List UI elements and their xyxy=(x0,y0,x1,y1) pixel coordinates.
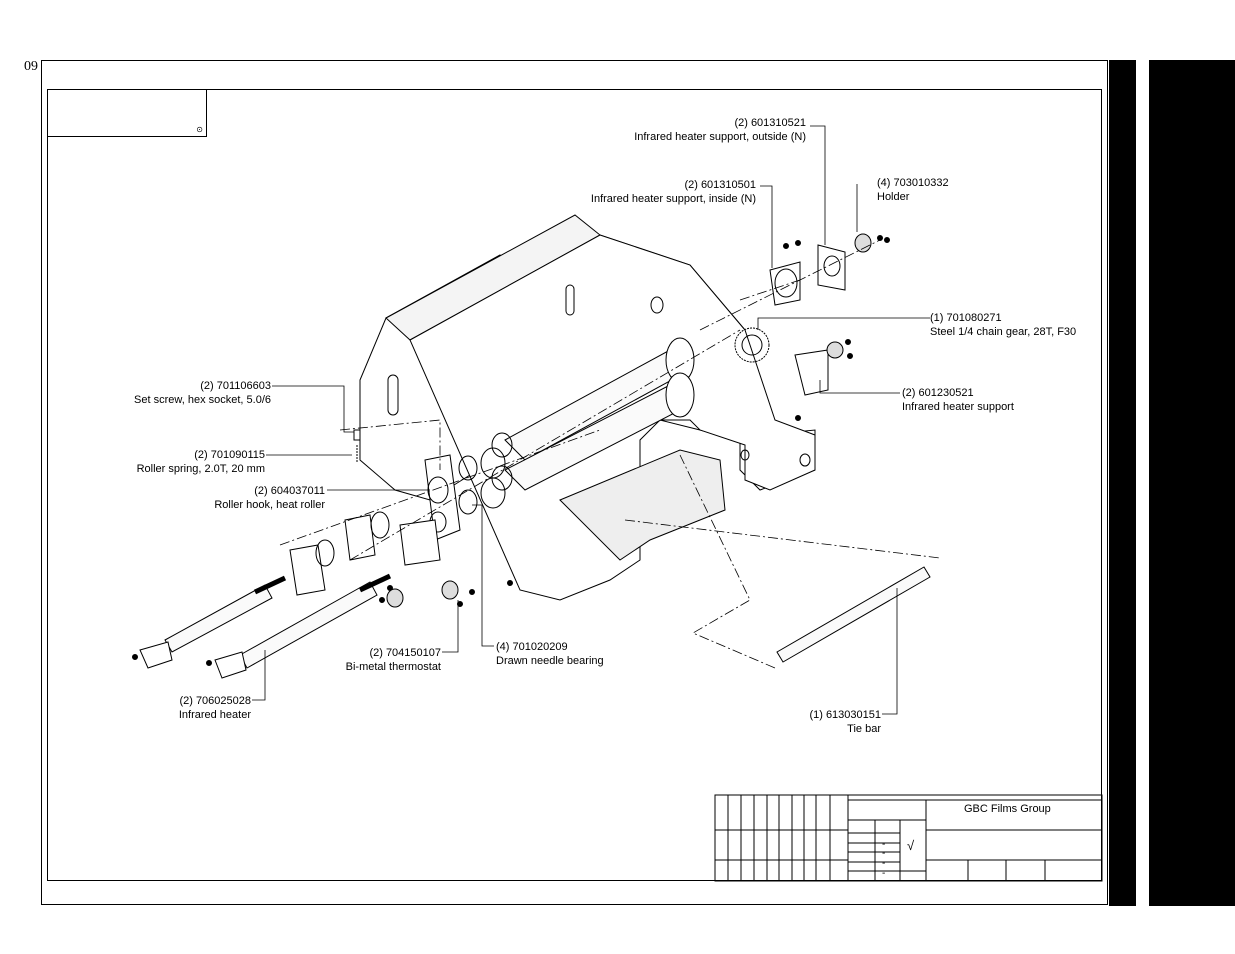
part-number: (2) 706025028 xyxy=(179,695,251,707)
heater-support xyxy=(794,349,829,396)
thermostat xyxy=(386,588,404,608)
part-description: Drawn needle bearing xyxy=(496,655,604,667)
part-number: (4) 703010332 xyxy=(877,177,949,189)
part-number: (2) 601310501 xyxy=(684,179,756,191)
header-box: ⊙ xyxy=(48,90,207,137)
tb-dash: - xyxy=(882,868,886,879)
side-bar-right xyxy=(1149,60,1235,906)
callout-701106603: (2) 701106603 Set screw, hex socket, 5.0… xyxy=(70,379,271,407)
part-number: (2) 704150107 xyxy=(369,647,441,659)
registered-icon: ⊙ xyxy=(196,125,203,134)
chain-gear xyxy=(734,327,770,363)
part-number: (4) 701020209 xyxy=(496,641,568,653)
part-description: Set screw, hex socket, 5.0/6 xyxy=(134,394,271,406)
part-description: Infrared heater support, outside (N) xyxy=(634,131,806,143)
part-number: (2) 601310521 xyxy=(734,117,806,129)
callout-704150107: (2) 704150107 Bi-metal thermostat xyxy=(280,646,441,674)
heat-rollers xyxy=(504,337,695,491)
title-block xyxy=(714,794,1103,882)
tb-dash: - xyxy=(910,866,914,877)
heater-support-outside xyxy=(817,244,846,291)
part-description: Holder xyxy=(877,191,910,203)
callout-601230521: (2) 601230521 Infrared heater support xyxy=(902,386,1014,414)
part-description: Infrared heater support, inside (N) xyxy=(590,193,756,205)
callout-706025028: (2) 706025028 Infrared heater xyxy=(120,694,251,722)
callout-601310501: (2) 601310501 Infrared heater support, i… xyxy=(520,178,756,206)
callout-701080271: (1) 701080271 Steel 1/4 chain gear, 28T,… xyxy=(930,311,1076,339)
inner-frame xyxy=(47,89,1102,881)
part-number: (2) 701106603 xyxy=(200,380,271,392)
part-description: Infrared heater xyxy=(178,709,251,721)
tb-dash: - xyxy=(882,848,886,859)
callout-701020209: (4) 701020209 Drawn needle bearing xyxy=(496,640,604,668)
check-mark-icon: √ xyxy=(907,838,915,853)
infrared-heaters xyxy=(139,573,392,679)
part-number: (1) 701080271 xyxy=(930,312,1002,324)
tb-dash: - xyxy=(882,858,886,869)
side-bar-left xyxy=(1109,60,1136,906)
callout-703010332: (4) 703010332 Holder xyxy=(877,176,949,204)
bottom-housing xyxy=(559,449,726,561)
tie-bar xyxy=(776,566,931,663)
tb-dash: - xyxy=(882,828,886,839)
holder xyxy=(854,233,872,253)
heater-support-inside xyxy=(769,261,801,306)
part-description: Roller hook, heat roller xyxy=(214,499,325,511)
part-description: Steel 1/4 chain gear, 28T, F30 xyxy=(930,326,1077,338)
part-number: (2) 604037011 xyxy=(254,485,325,497)
callout-613030151: (1) 613030151 Tie bar xyxy=(760,708,881,736)
part-description: Tie bar xyxy=(847,723,881,735)
part-description: Roller spring, 2.0T, 20 mm xyxy=(136,463,265,475)
part-number: (2) 701090115 xyxy=(194,449,265,461)
callout-601310521: (2) 601310521 Infrared heater support, o… xyxy=(560,116,806,144)
part-description: Infrared heater support xyxy=(902,401,1014,413)
callout-701090115: (2) 701090115 Roller spring, 2.0T, 20 mm xyxy=(60,448,265,476)
part-number: (1) 613030151 xyxy=(809,709,881,721)
part-number: (2) 601230521 xyxy=(902,387,974,399)
part-description: Bi-metal thermostat xyxy=(345,661,441,673)
callout-604037011: (2) 604037011 Roller hook, heat roller xyxy=(120,484,325,512)
company-name: GBC Films Group xyxy=(964,803,1051,815)
tb-dash: - xyxy=(882,839,886,850)
roller-hook xyxy=(424,454,461,541)
outer-frame xyxy=(41,60,1108,905)
